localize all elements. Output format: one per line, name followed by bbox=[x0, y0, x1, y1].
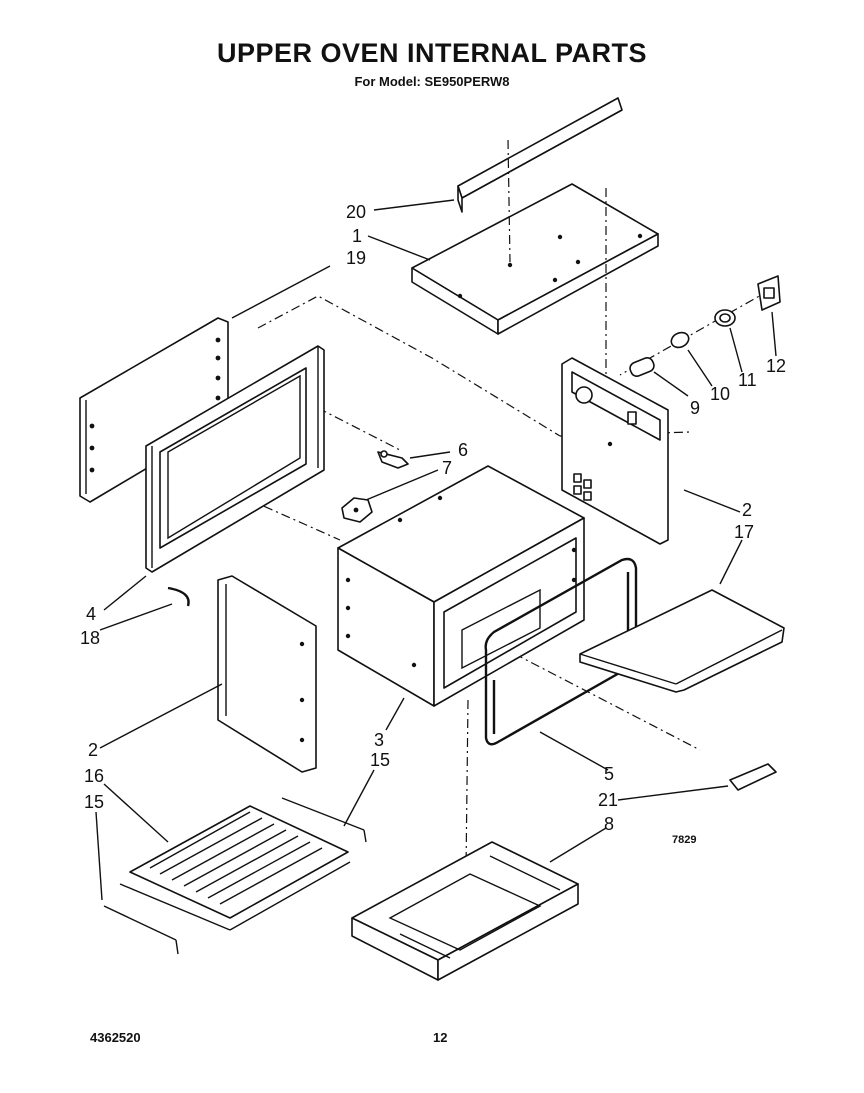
callout-7: 7 bbox=[442, 458, 452, 478]
callout-16: 16 bbox=[84, 766, 104, 786]
part-wire-clip bbox=[167, 586, 190, 607]
callout-15-upper: 15 bbox=[370, 750, 390, 770]
part-light-components bbox=[629, 275, 781, 377]
callout-1: 1 bbox=[352, 226, 362, 246]
callout-9: 9 bbox=[690, 398, 700, 418]
part-trim-strip bbox=[457, 97, 623, 213]
callout-2-lower: 2 bbox=[88, 740, 98, 760]
callout-4: 4 bbox=[86, 604, 96, 624]
model-subtitle: For Model: SE950PERW8 bbox=[354, 74, 510, 89]
part-front-frame bbox=[145, 345, 325, 573]
part-clip-7 bbox=[341, 497, 373, 523]
callout-10: 10 bbox=[710, 384, 730, 404]
callout-11: 11 bbox=[738, 370, 757, 390]
leader-lines bbox=[95, 199, 777, 901]
part-burner-cover bbox=[579, 589, 785, 693]
callout-18: 18 bbox=[80, 628, 100, 648]
part-top-panel bbox=[411, 183, 659, 335]
page-title: UPPER OVEN INTERNAL PARTS bbox=[216, 38, 648, 68]
part-rack-guide bbox=[103, 797, 367, 955]
callout-20: 20 bbox=[346, 202, 366, 222]
part-rack bbox=[119, 805, 351, 931]
callout-19: 19 bbox=[346, 248, 366, 268]
callout-15-lower: 15 bbox=[84, 792, 104, 812]
callout-21: 21 bbox=[598, 790, 618, 810]
part-side-shield bbox=[217, 575, 317, 773]
part-bracket-6 bbox=[377, 450, 409, 469]
callout-5: 5 bbox=[604, 764, 614, 784]
diagram-code: 7829 bbox=[672, 834, 697, 846]
part-oven-liner bbox=[337, 465, 585, 707]
callout-17: 17 bbox=[734, 522, 754, 542]
callout-8: 8 bbox=[604, 814, 614, 834]
footer-part-number: 4362520 bbox=[90, 1030, 141, 1045]
callout-12: 12 bbox=[766, 356, 786, 376]
callout-2-upper: 2 bbox=[742, 500, 752, 520]
callout-3: 3 bbox=[374, 730, 384, 750]
part-drawer bbox=[351, 841, 579, 981]
part-hinge-pin bbox=[729, 763, 777, 791]
part-rear-panel bbox=[561, 357, 669, 545]
callout-6: 6 bbox=[458, 440, 468, 460]
footer-page-number: 12 bbox=[433, 1030, 448, 1045]
